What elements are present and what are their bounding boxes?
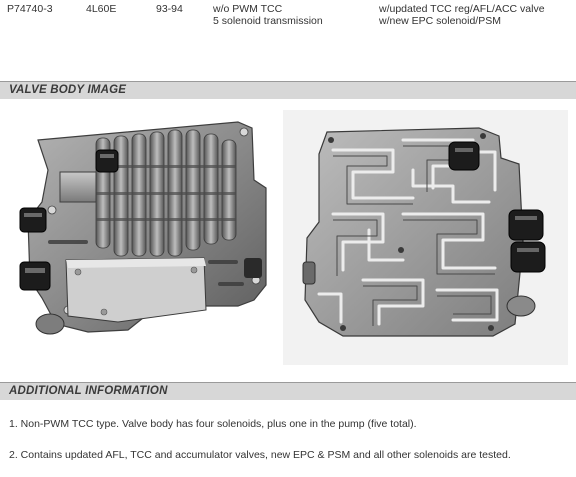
part-number: P74740-3 [7,3,53,15]
spec-row: P74740-3 4L60E 93-94 w/o PWM TCC 5 solen… [0,0,576,40]
description-line: 5 solenoid transmission [213,15,323,27]
valve-body-rear-image [283,110,568,365]
valve-body-rear-illustration [302,127,546,337]
section-title: ADDITIONAL INFORMATION [9,385,168,397]
additional-info-section-header: ADDITIONAL INFORMATION [0,382,576,400]
description-line: w/o PWM TCC [213,3,283,15]
description-line: w/new EPC solenoid/PSM [379,15,501,27]
description-column-1: w/o PWM TCC 5 solenoid transmission [213,3,323,27]
valve-body-section-header: VALVE BODY IMAGE [0,81,576,99]
info-note-1: 1. Non-PWM TCC type. Valve body has four… [9,418,417,430]
model-years: 93-94 [156,3,183,15]
valve-body-front-illustration [19,121,267,335]
transmission-model: 4L60E [86,3,117,15]
info-note-2: 2. Contains updated AFL, TCC and accumul… [9,449,511,461]
description-column-2: w/updated TCC reg/AFL/ACC valve w/new EP… [379,3,545,27]
section-title: VALVE BODY IMAGE [9,84,127,96]
valve-body-front-image [8,110,274,365]
description-line: w/updated TCC reg/AFL/ACC valve [379,3,545,15]
